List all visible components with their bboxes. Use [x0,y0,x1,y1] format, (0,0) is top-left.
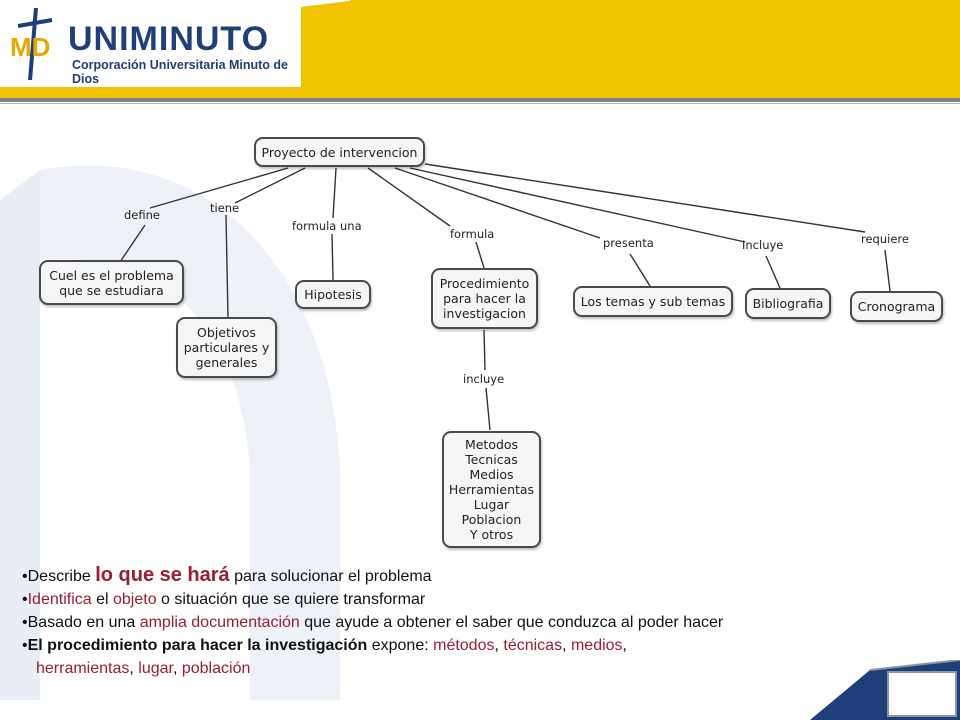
corner-decoration [720,660,960,720]
bullet-text: expone: [367,637,434,654]
bullet-highlight: amplia documentación [139,614,300,631]
bullet-text: , [622,637,627,654]
logo-mark: MD [10,32,50,62]
bullet-highlight: población [181,660,251,677]
node-objetivos: Objetivos particulares y generales [176,317,277,378]
bullet-text: , [494,637,504,654]
bullet-text: , [172,660,182,677]
bullet-text: para solucionar el problema [229,568,432,585]
logo-subtitle: Corporación Universitaria Minuto de Dios [72,58,289,86]
logo-title: UNIMINUTO [68,20,270,58]
bullet-highlight: métodos [433,637,495,654]
logo-cross-icon: MD [10,7,53,81]
bullet-highlight: Identifica [27,591,92,608]
bullet-highlight: objeto [113,591,157,608]
node-cronograma: Cronograma [850,291,943,322]
bullet-highlight: técnicas [503,637,563,654]
bullet-highlight: medios [570,637,623,654]
link-define: define [124,208,160,222]
link-tiene: tiene [210,201,240,215]
link-incluye: incluye [463,372,505,386]
link-formula: formula [450,227,495,241]
bullet-basado: •Basado en una amplia documentación que … [22,611,960,634]
bullet-procedimiento-cont: herramientas, lugar, población [22,657,960,680]
bullet-describe: •Describe lo que se hará para solucionar… [22,564,960,588]
bullet-dot: • [22,591,28,608]
logo: MD UNIMINUTO Corporación Universitaria M… [6,6,306,86]
bullet-highlight: herramientas [36,660,130,677]
node-metodos: Metodos Tecnicas Medios Herramientas Lug… [442,431,541,548]
header-banner: MD UNIMINUTO Corporación Universitaria M… [0,0,960,104]
node-cuel-es-el-problema: Cuel es el problema que se estudiara [39,260,184,305]
link-presenta: presenta [603,236,654,250]
bullet-procedimiento: •El procedimiento para hacer la investig… [22,634,960,657]
bullet-highlight: lo que se hará [95,564,230,586]
bullet-dot: • [22,637,28,654]
bullet-text: Basado en una [27,614,140,631]
bullet-text: , [562,637,571,654]
bullet-text: que ayude a obtener el saber que conduzc… [299,614,724,631]
link-incluye-cap: Incluye [742,238,784,252]
background-watermark [0,165,340,701]
concept-map-connectors [119,163,891,431]
link-formula-una: formula una [292,219,362,233]
node-proyecto-de-intervencion: Proyecto de intervencion [254,137,425,167]
bullet-text: , [129,660,139,677]
bullet-text: o situación que se quiere transformar [156,591,426,608]
bullet-list: •Describe lo que se hará para solucionar… [22,564,960,680]
link-requiere: requiere [861,232,909,246]
bullet-highlight: lugar [138,660,173,677]
node-procedimiento: Procedimiento para hacer la investigacio… [431,268,538,329]
bullet-bold: El procedimiento para hacer la investiga… [27,637,368,654]
header-decoration [0,0,960,104]
bullet-text: el [91,591,113,608]
node-temas: Los temas y sub temas [573,286,733,317]
node-bibliografia: Bibliografia [745,288,831,319]
bullet-dot: • [22,568,28,585]
node-hipotesis: Hipotesis [295,280,371,309]
bullet-text: Describe [27,568,96,585]
bullet-dot: • [22,614,28,631]
bullet-identifica: •Identifica el objeto o situación que se… [22,588,960,611]
